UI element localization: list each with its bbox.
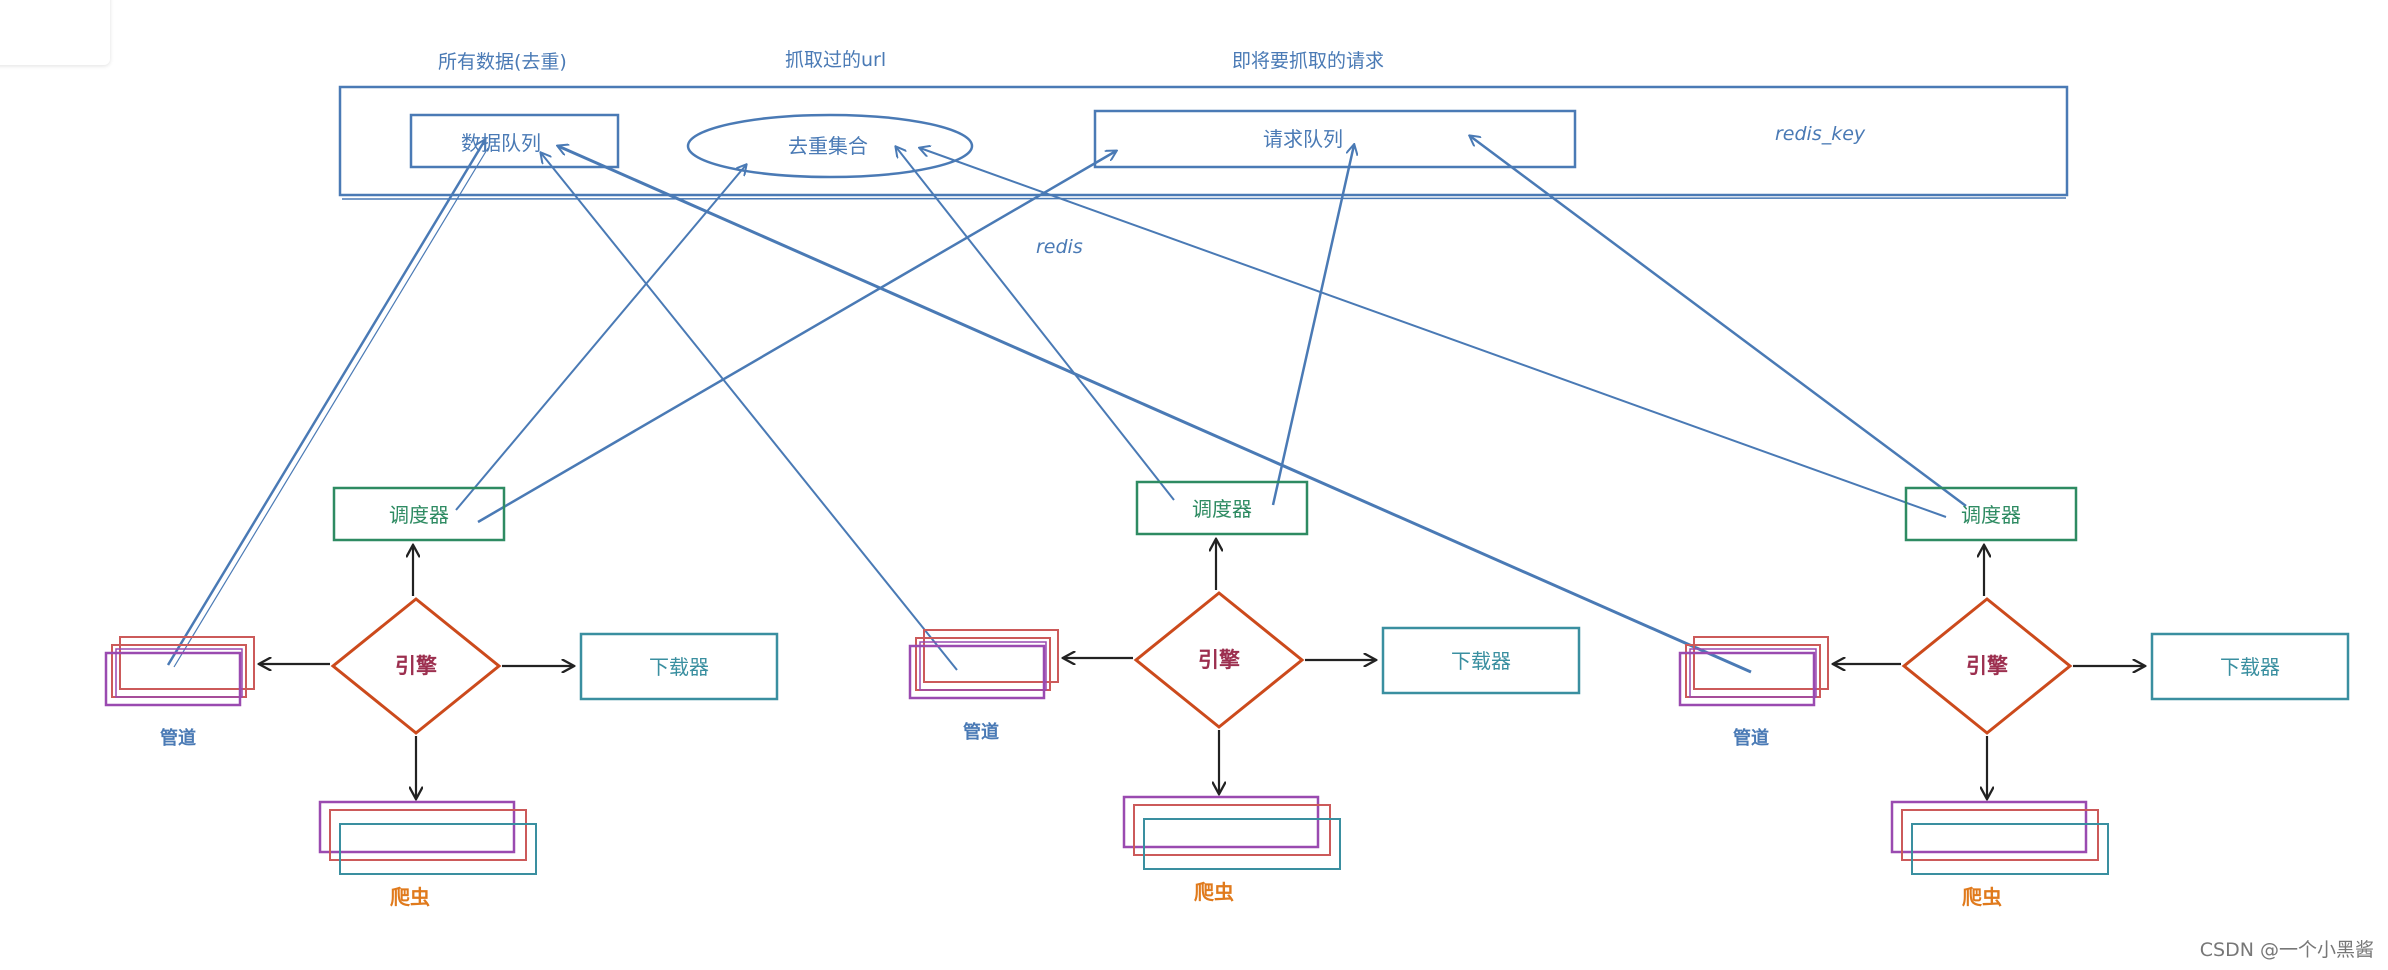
redis-key-label: redis_key <box>1775 123 1866 145</box>
spider-label: 爬虫 <box>1194 880 1234 904</box>
data-queue-box <box>409 113 620 169</box>
downloader-box <box>579 632 779 701</box>
arrow-scheduler2-to-request-queue <box>1271 145 1354 506</box>
spider-stack <box>1890 800 2109 875</box>
engine-label: 引擎 <box>1966 654 2008 678</box>
caption-crawled-url: 抓取过的url <box>785 49 886 71</box>
downloader-label: 下载器 <box>2220 655 2280 679</box>
downloader-box <box>1381 626 1581 695</box>
pipeline-stack <box>104 636 255 707</box>
engine-label: 引擎 <box>395 654 437 678</box>
pipeline-stack <box>1678 636 1829 707</box>
request-queue-label: 请求队列 <box>1263 127 1343 151</box>
arrow-scheduler2-to-dedup <box>896 147 1175 501</box>
redis-label: redis <box>1036 236 1083 258</box>
request-queue-box <box>1093 109 1577 169</box>
spider-stack <box>318 800 537 875</box>
dedup-set-label: 去重集合 <box>788 134 868 158</box>
redis-area: 所有数据(去重) 抓取过的url 即将要抓取的请求 数据队列 去重集合 请求队列… <box>338 49 2069 258</box>
scheduler-label: 调度器 <box>1961 503 2021 527</box>
arrow-scheduler3-to-request-queue <box>1470 136 1967 508</box>
arrow-pipeline2-to-data-queue <box>541 153 958 671</box>
downloader-label: 下载器 <box>649 655 709 679</box>
arrow-pipeline3-to-data-queue <box>558 146 1752 674</box>
pipeline-stack <box>908 629 1059 700</box>
pipeline-label: 管道 <box>160 727 196 749</box>
arrow-scheduler1-to-request-queue <box>477 151 1116 524</box>
downloader-box <box>2150 632 2350 701</box>
arrow-pipeline1-to-data-queue <box>166 140 485 666</box>
engine-diamond <box>1901 597 2073 735</box>
engine-arrows <box>1064 540 1375 793</box>
engine-label: 引擎 <box>1198 648 1240 672</box>
csdn-watermark: CSDN @一个小黑酱 <box>2199 939 2374 961</box>
scheduler-label: 调度器 <box>389 503 449 527</box>
pipeline-label: 管道 <box>963 721 999 743</box>
engine-arrows <box>1834 546 2144 798</box>
downloader-label: 下载器 <box>1451 649 1511 673</box>
caption-pending-requests: 即将要抓取的请求 <box>1232 50 1384 72</box>
pipeline-label: 管道 <box>1733 727 1769 749</box>
engine-diamond <box>1133 591 1305 729</box>
spider-stack <box>1122 795 1341 870</box>
arrow-scheduler3-to-dedup <box>920 148 1947 518</box>
scheduler-label: 调度器 <box>1192 497 1252 521</box>
redis-connections <box>166 136 1967 674</box>
caption-all-data: 所有数据(去重) <box>438 51 567 73</box>
dedup-set-ellipse <box>686 113 974 179</box>
spider-label: 爬虫 <box>390 885 430 909</box>
data-queue-label: 数据队列 <box>461 131 541 155</box>
engine-arrows <box>260 546 573 798</box>
scheduler-box <box>1904 486 2078 542</box>
spider-label: 爬虫 <box>1962 885 2002 909</box>
redis-outer-box <box>338 85 2069 197</box>
arrow-scheduler1-to-dedup <box>455 165 746 511</box>
corner-card <box>0 0 110 65</box>
engine-diamond <box>330 597 502 735</box>
scheduler-box <box>332 486 506 542</box>
scheduler-box <box>1135 480 1309 536</box>
